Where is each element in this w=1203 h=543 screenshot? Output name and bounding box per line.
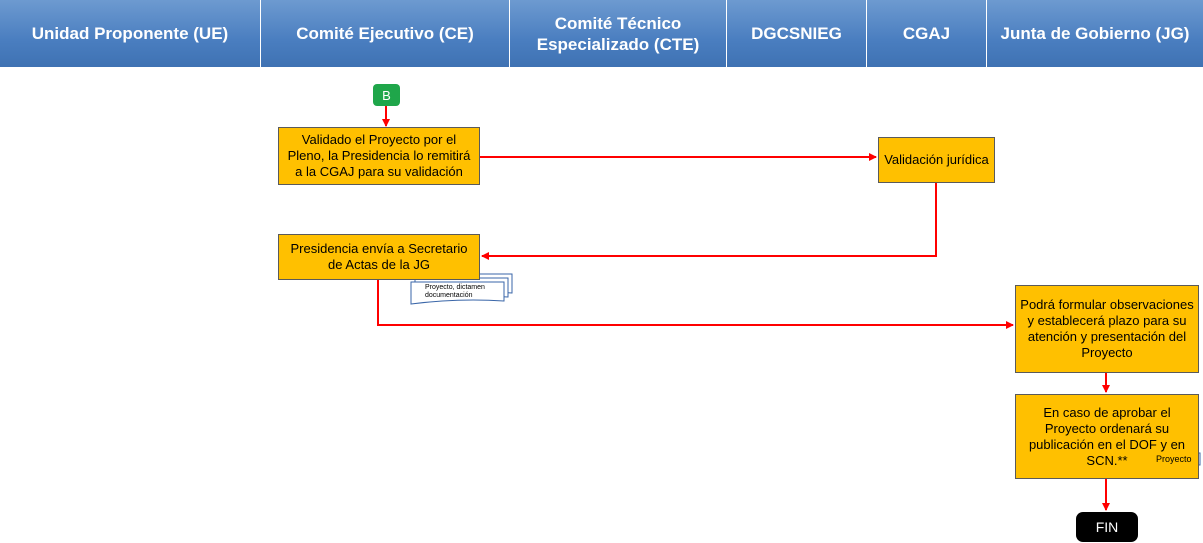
start-connector-b: B bbox=[373, 84, 400, 106]
document-label-proyecto: Proyecto bbox=[1156, 454, 1192, 464]
lane-header-cgaj: CGAJ bbox=[867, 0, 987, 67]
step-formular-observaciones: Podrá formular observaciones y establece… bbox=[1015, 285, 1199, 373]
lane-header-cte: Comité Técnico Especializado (CTE) bbox=[510, 0, 727, 67]
arrow-validacion-to-presidencia bbox=[481, 183, 937, 260]
lane-header-ce: Comité Ejecutivo (CE) bbox=[261, 0, 510, 67]
step-validado-proyecto: Validado el Proyecto por el Pleno, la Pr… bbox=[278, 127, 480, 185]
arrow-presidencia-to-observaciones bbox=[377, 280, 1014, 329]
lane-header-ue: Unidad Proponente (UE) bbox=[0, 0, 261, 67]
step-validacion-juridica: Validación jurídica bbox=[878, 137, 995, 183]
lane-header-jg: Junta de Gobierno (JG) bbox=[987, 0, 1203, 67]
step-aprobar-publicacion: En caso de aprobar el Proyecto ordenará … bbox=[1015, 394, 1199, 479]
document-icon-1 bbox=[410, 273, 513, 305]
step-presidencia-envia: Presidencia envía a Secretario de Actas … bbox=[278, 234, 480, 280]
lane-header-dgcsnieg: DGCSNIEG bbox=[727, 0, 867, 67]
end-terminator: FIN bbox=[1076, 512, 1138, 542]
swimlane-header: Unidad Proponente (UE) Comité Ejecutivo … bbox=[0, 0, 1203, 67]
document-label-proyecto-dictamen: Proyecto, dictamen documentación bbox=[425, 284, 485, 299]
